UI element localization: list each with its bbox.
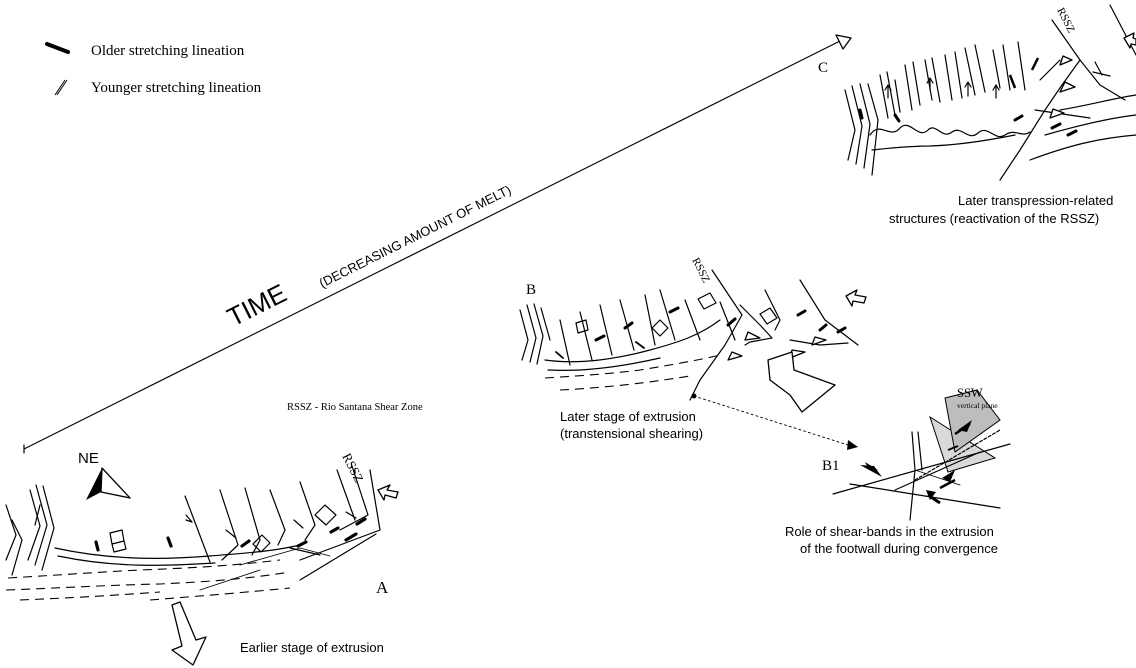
panel-a-letter: A [376, 578, 389, 597]
panel-b1-direction-label: SSW [957, 386, 983, 400]
panel-c-zone-label: RSSZ [1054, 6, 1077, 35]
panel-b-extrusion-arrow [767, 351, 836, 413]
panel-a-zone-label: RSSZ [339, 451, 366, 486]
compass-arrow-dark [86, 468, 102, 500]
time-axis-arrow [23, 34, 852, 454]
time-title: TIME [222, 278, 291, 333]
compass-arrow-light [100, 467, 131, 499]
time-arrowhead [835, 34, 852, 50]
panel-b1-caption-line2: of the footwall during convergence [800, 541, 998, 556]
younger-lineation-symbol [54, 79, 66, 96]
panel-b1-caption-line1: Role of shear-bands in the extrusion [785, 524, 994, 539]
panel-c-caption-line2: structures (reactivation of the RSSZ) [889, 211, 1099, 226]
north-east-compass: NE [78, 450, 131, 500]
panel-b-caption-line1: Later stage of extrusion [560, 409, 696, 424]
older-lineation-symbol [45, 42, 70, 54]
panel-c-letter: C [818, 60, 828, 76]
panel-b-letter: B [526, 282, 536, 298]
panel-b1-plane-label: vertical plane [957, 401, 998, 410]
panel-c: C RSSZ [818, 4, 1136, 226]
panel-a-caption: Earlier stage of extrusion [240, 640, 384, 655]
younger-lineation-label: Younger stretching lineation [91, 80, 262, 96]
panel-b1: B1 SSW vertical plane Role of shear-band… [785, 386, 1011, 556]
panel-b-zone-label: RSSZ [689, 256, 712, 285]
panel-b: B RSSZ [519, 256, 867, 450]
panel-c-caption-line1: Later transpression-related [958, 193, 1113, 208]
panel-b1-letter: B1 [822, 458, 840, 474]
older-lineation-label: Older stretching lineation [91, 43, 245, 59]
time-subtitle: (DECREASING AMOUNT OF MELT) [317, 182, 514, 291]
panel-b-caption-line2: (transtensional shearing) [560, 426, 703, 441]
panel-a-extrusion-arrow [171, 601, 207, 666]
legend: Older stretching lineation Younger stret… [45, 42, 262, 96]
compass-label: NE [78, 450, 99, 467]
abbreviation-note: RSSZ - Rio Santana Shear Zone [287, 402, 423, 413]
panel-a: RSSZ A Earlier stage of extrusion [5, 451, 399, 666]
